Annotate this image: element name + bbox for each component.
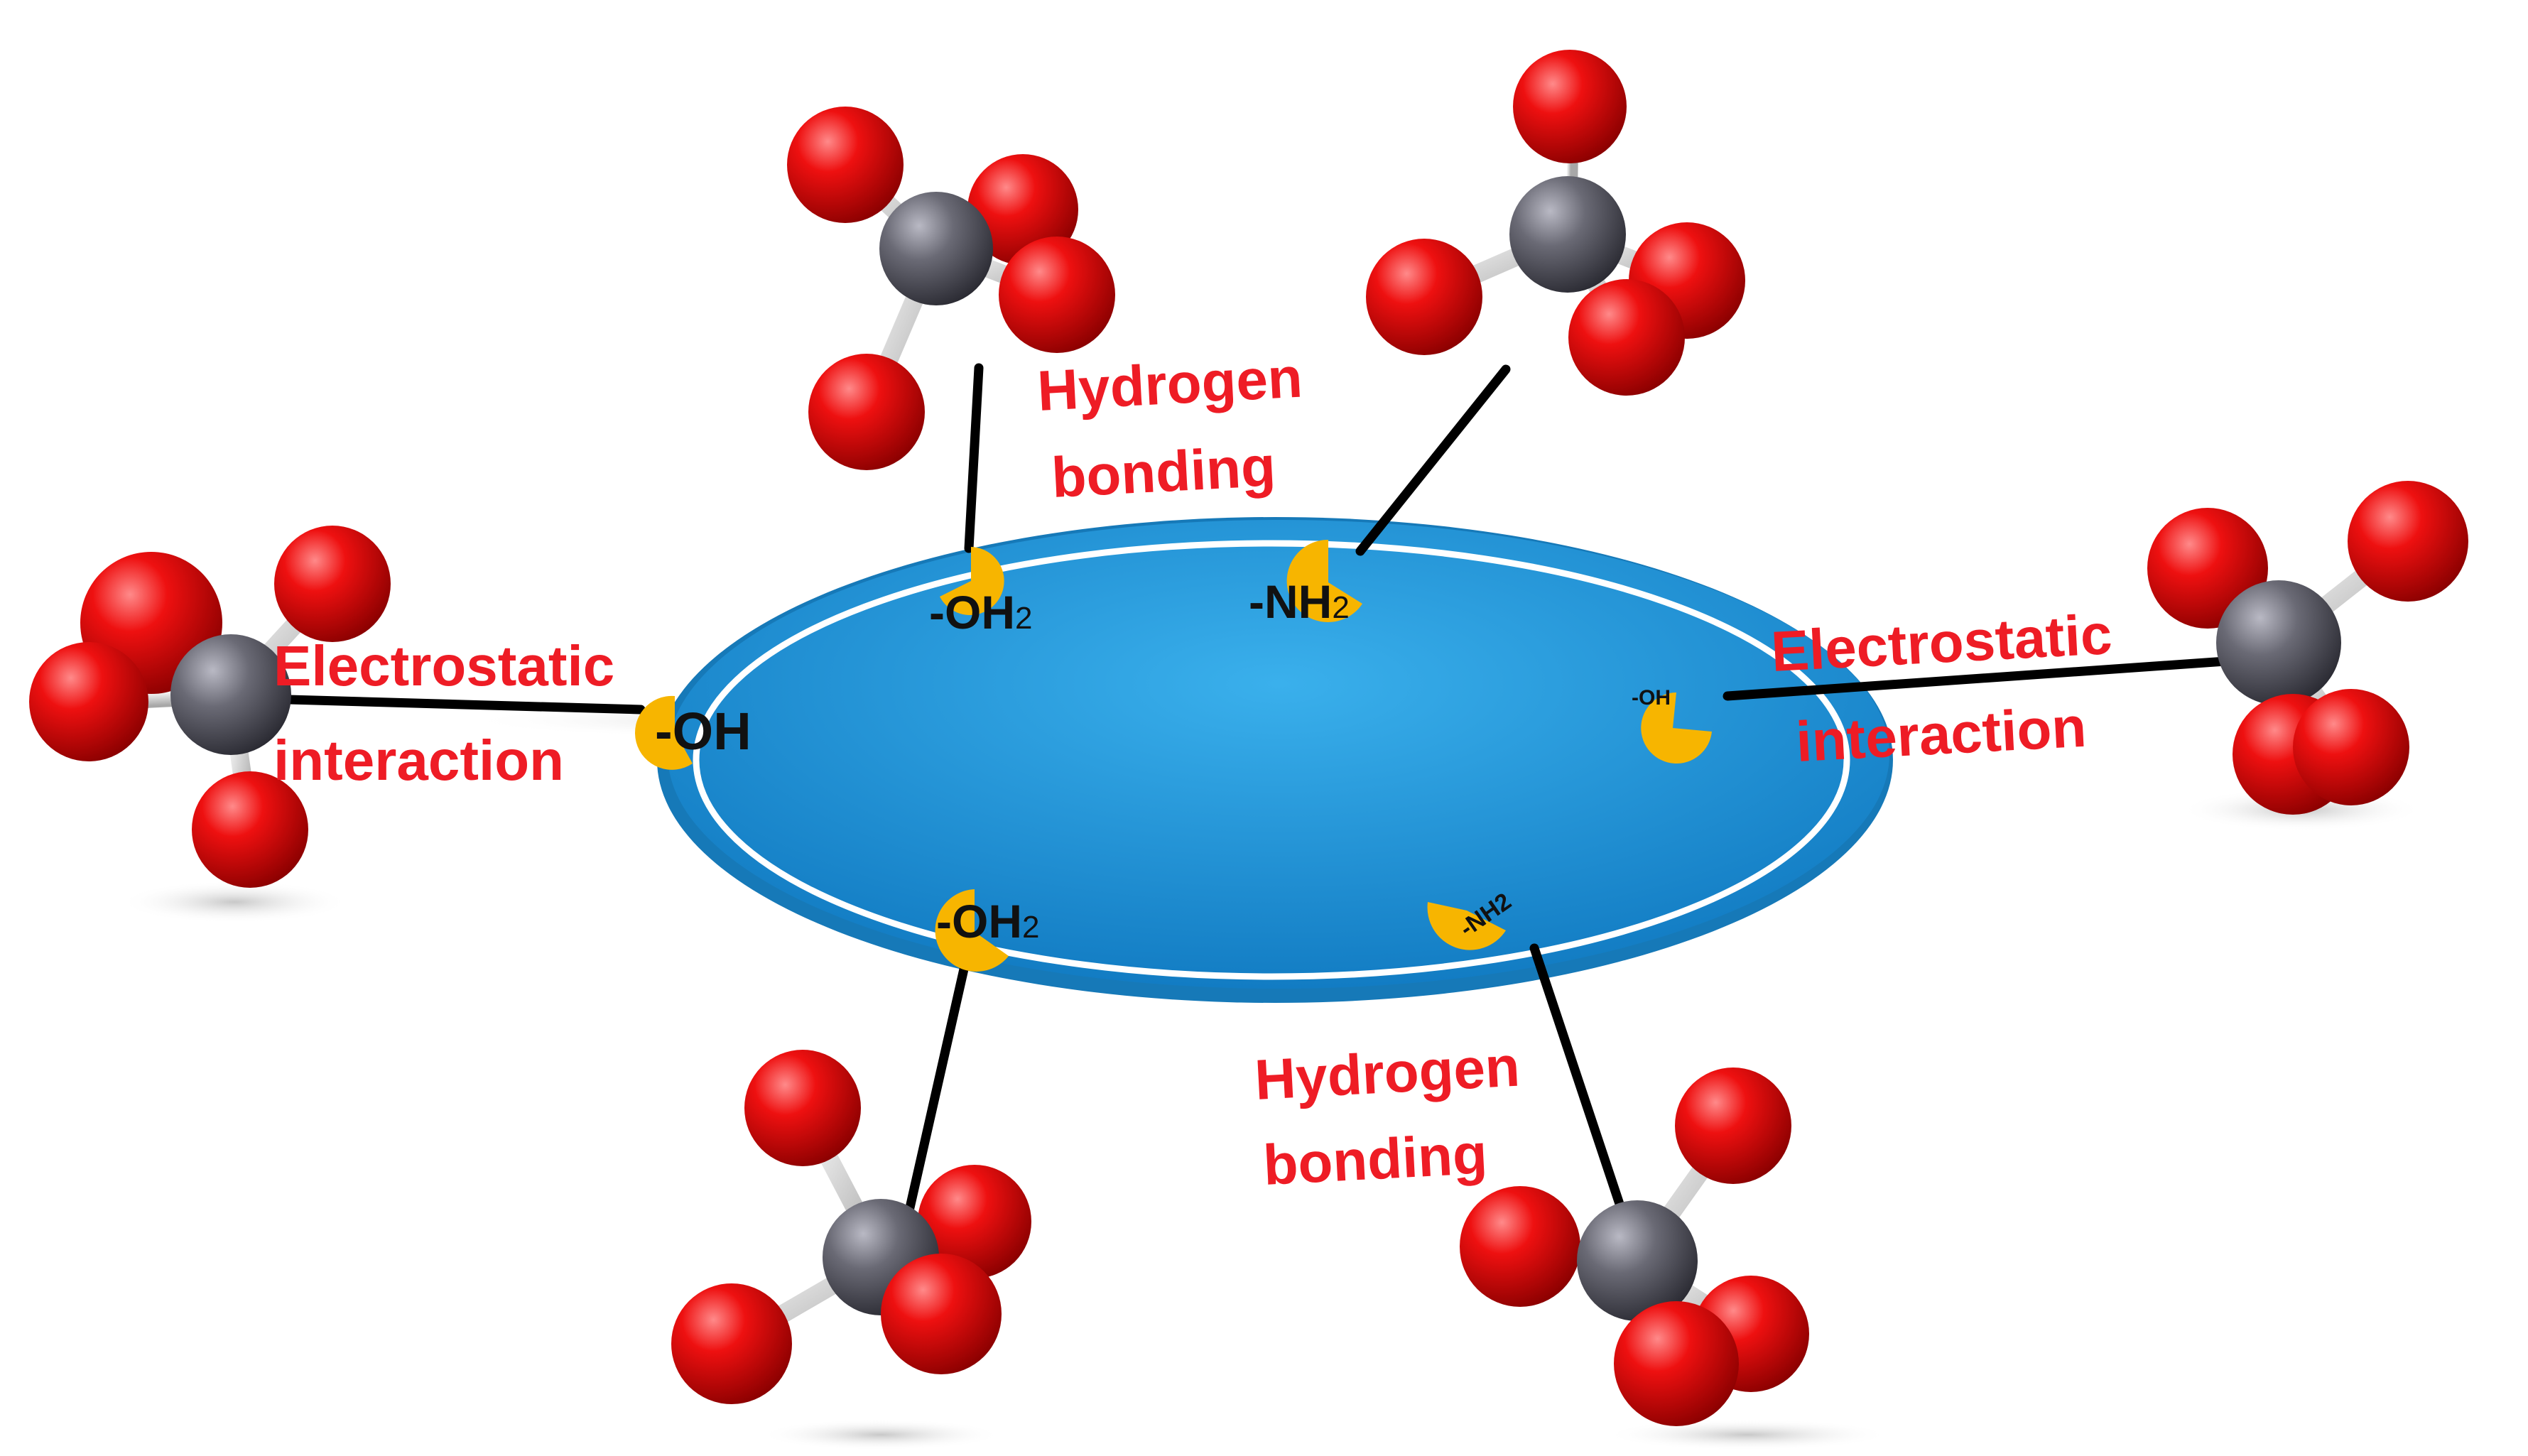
carbonate-molecule-icon xyxy=(787,107,1115,470)
carbonate-molecule-icon xyxy=(1460,1067,1809,1426)
site-label-oh2-bottom: -OH2 xyxy=(936,895,1039,947)
carbonate-molecule-icon xyxy=(29,526,391,888)
site-label-nh2-top: -NH2 xyxy=(1249,575,1350,628)
label-hbond-bottom-2: bonding xyxy=(1262,1122,1489,1197)
carbonate-molecule-icon xyxy=(671,1050,1031,1404)
binding-site-icon xyxy=(935,889,1009,972)
binding-site-icon xyxy=(1641,692,1712,764)
tether-hbond-bottom-left xyxy=(899,945,973,1241)
tether-hbond-top-right xyxy=(1355,364,1511,556)
binding-sites xyxy=(634,539,1712,972)
carbonate-molecule-icon xyxy=(2147,481,2468,815)
site-label-oh2-top: -OH2 xyxy=(929,586,1032,639)
site-labels: -OH2 -NH2 -OH -OH -OH2 -NH2 xyxy=(655,575,1671,947)
adsorbent-particle xyxy=(657,517,1893,1003)
binding-site-icon xyxy=(1286,539,1362,622)
binding-site-icon xyxy=(940,547,1004,615)
label-hbond-top-2: bonding xyxy=(1050,435,1277,509)
interaction-labels: Electrostatic interaction Electrostatic … xyxy=(273,346,2113,1197)
label-electrostatic-left-1: Electrostatic xyxy=(273,634,614,697)
tether-hbond-bottom-right xyxy=(1529,943,1632,1230)
tether-electrostatic-right xyxy=(1723,653,2282,701)
binding-site-icon xyxy=(1427,902,1506,950)
carbonate-molecule-icon xyxy=(1366,50,1745,396)
site-label-oh-left: -OH xyxy=(655,702,752,761)
interaction-lines xyxy=(233,363,2282,1241)
binding-site-icon xyxy=(634,695,693,770)
label-electrostatic-left-2: interaction xyxy=(273,729,564,792)
site-label-oh-right: -OH xyxy=(1632,686,1671,710)
label-hbond-bottom-1: Hydrogen xyxy=(1253,1035,1521,1112)
tether-hbond-top-left xyxy=(964,363,984,553)
label-electrostatic-right-2: interaction xyxy=(1794,695,2088,773)
tether-electrostatic-left xyxy=(233,693,646,715)
label-hbond-top-1: Hydrogen xyxy=(1036,346,1304,423)
